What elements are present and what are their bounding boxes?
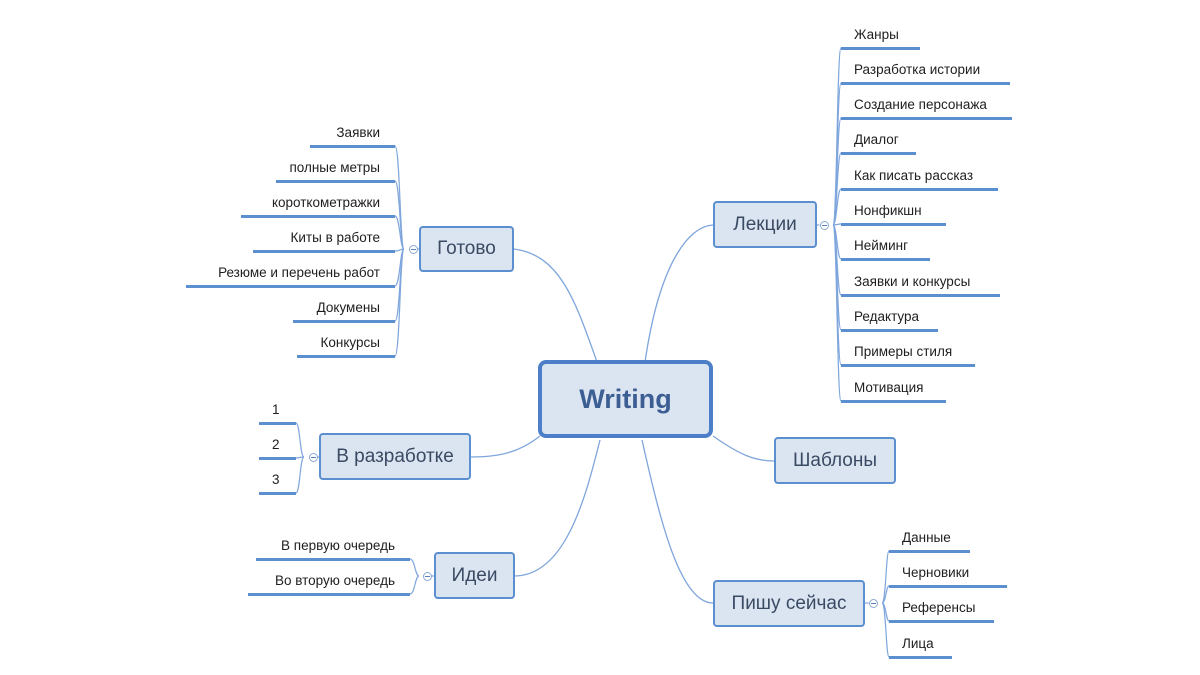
subtopic-underline	[259, 457, 296, 460]
subtopic-label[interactable]: короткометражки	[271, 195, 380, 210]
subtopic-label[interactable]: 1	[272, 402, 280, 417]
subtopic-underline	[841, 329, 938, 332]
subtopic-underline	[293, 320, 395, 323]
connector-line	[881, 602, 890, 658]
subtopic-label[interactable]: 3	[272, 472, 280, 487]
subtopic-label[interactable]: Во вторую очередь	[274, 573, 395, 588]
subtopic-underline	[841, 223, 946, 226]
connector-line	[409, 558, 420, 577]
topic-lekcii[interactable]: Лекции	[713, 201, 817, 248]
subtopic-underline	[276, 180, 395, 183]
subtopic-underline	[186, 285, 395, 288]
subtopic-label[interactable]: Нейминг	[854, 238, 908, 253]
subtopic-underline	[841, 258, 930, 261]
subtopic-underline	[841, 400, 946, 403]
collapse-toggle-pishu-seichas[interactable]	[868, 598, 878, 608]
subtopic-underline	[841, 294, 1000, 297]
subtopic-underline	[253, 250, 395, 253]
subtopic-label[interactable]: Как писать рассказ	[854, 168, 974, 183]
connector-line	[295, 456, 305, 494]
subtopic-underline	[841, 152, 916, 155]
connector-line	[881, 550, 890, 604]
subtopic-underline	[841, 364, 975, 367]
subtopic-label[interactable]: Референсы	[902, 600, 976, 615]
topic-shablony[interactable]: Шаблоны	[774, 437, 896, 484]
subtopic-underline	[889, 550, 970, 553]
subtopic-label[interactable]: Жанры	[854, 27, 899, 42]
topic-idei[interactable]: Идеи	[434, 552, 515, 599]
topic-v-razrabotke[interactable]: В разработке	[319, 433, 471, 480]
connector-line	[409, 575, 420, 595]
subtopic-underline	[841, 117, 1012, 120]
subtopic-underline	[841, 47, 920, 50]
subtopic-label[interactable]: Заявки и конкурсы	[854, 274, 971, 289]
subtopic-label[interactable]: В первую очередь	[281, 538, 395, 553]
topic-gotovo[interactable]: Готово	[419, 226, 514, 272]
connector-line	[712, 435, 775, 462]
connector-line	[295, 422, 305, 458]
subtopic-label[interactable]: Конкурсы	[320, 335, 380, 350]
subtopic-underline	[248, 593, 410, 596]
collapse-toggle-idei[interactable]	[422, 571, 432, 581]
subtopic-label[interactable]: Примеры стиля	[854, 344, 953, 359]
collapse-toggle-v-razrabotke[interactable]	[308, 452, 318, 462]
topic-pishu-seichas[interactable]: Пишу сейчас	[713, 580, 865, 627]
connector-line	[394, 215, 405, 250]
subtopic-label[interactable]: Нонфикшн	[854, 203, 922, 218]
subtopic-underline	[889, 585, 1007, 588]
subtopic-underline	[297, 355, 395, 358]
central-topic-writing[interactable]: Writing	[538, 360, 713, 438]
subtopic-underline	[241, 215, 395, 218]
subtopic-underline	[256, 558, 410, 561]
subtopic-underline	[889, 620, 994, 623]
collapse-toggle-lekcii[interactable]	[819, 220, 829, 230]
subtopic-label[interactable]: Данные	[902, 530, 951, 545]
subtopic-label[interactable]: Заявки	[336, 125, 380, 140]
subtopic-label[interactable]: Создание персонажа	[854, 97, 987, 112]
subtopic-label[interactable]: Киты в работе	[290, 230, 380, 245]
subtopic-label[interactable]: Резюме и перечень работ	[218, 265, 380, 280]
collapse-toggle-gotovo[interactable]	[408, 244, 418, 254]
subtopic-label[interactable]: Докумены	[316, 300, 380, 315]
connector-line	[513, 248, 598, 363]
subtopic-label[interactable]: Черновики	[902, 565, 970, 580]
subtopic-underline	[259, 422, 296, 425]
subtopic-label[interactable]: Диалог	[854, 132, 899, 147]
subtopic-label[interactable]: Разработка истории	[854, 62, 981, 77]
subtopic-underline	[259, 492, 296, 495]
subtopic-underline	[889, 656, 952, 659]
connector-line	[832, 188, 842, 226]
connector-line	[394, 248, 405, 357]
subtopic-label[interactable]: Мотивация	[854, 380, 924, 395]
subtopic-underline	[841, 82, 1010, 85]
subtopic-label[interactable]: 2	[272, 437, 280, 452]
connector-line	[470, 435, 541, 458]
connector-line	[644, 224, 714, 363]
subtopic-label[interactable]: Редактура	[854, 309, 920, 324]
connector-line	[832, 224, 842, 402]
connector-line	[881, 585, 890, 604]
subtopic-label[interactable]: полные метры	[289, 160, 380, 175]
subtopic-label[interactable]: Лица	[902, 636, 934, 651]
connector-line	[514, 439, 601, 577]
subtopic-underline	[841, 188, 998, 191]
connector-line	[641, 439, 714, 604]
subtopic-underline	[310, 145, 395, 148]
